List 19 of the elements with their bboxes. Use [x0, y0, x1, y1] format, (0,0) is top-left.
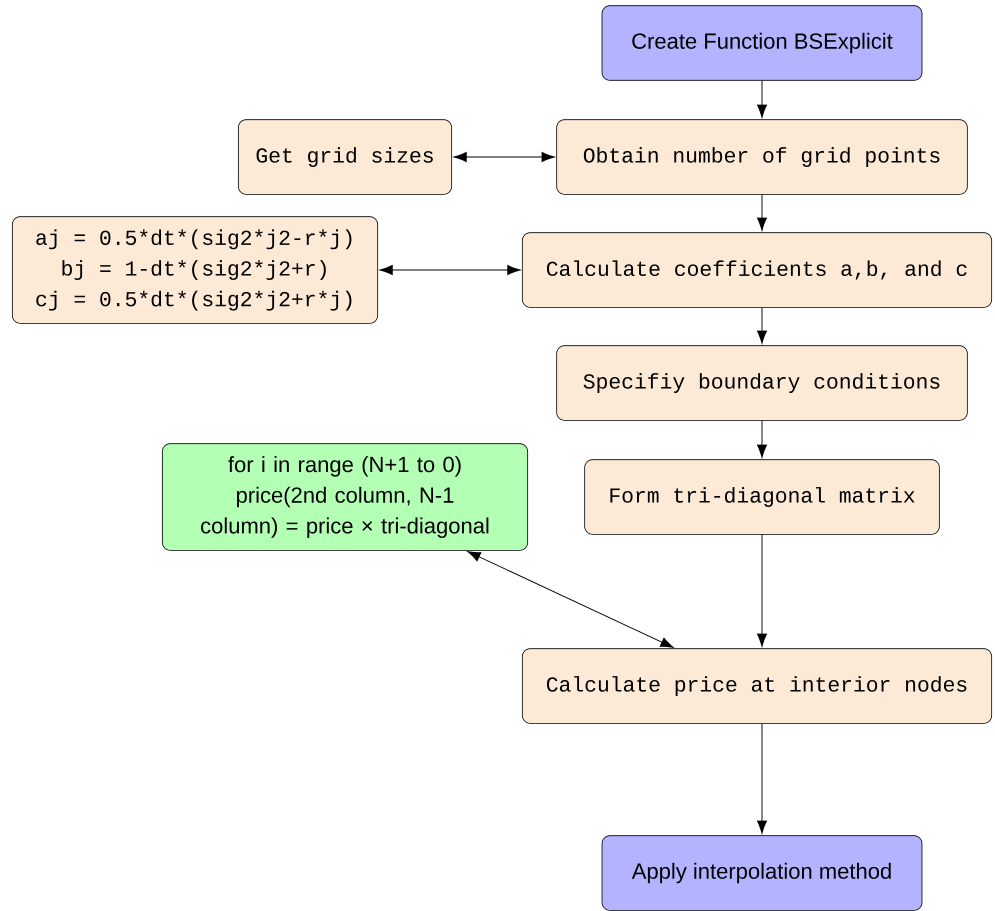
arrow	[380, 265, 520, 275]
process-box: Specifiy boundary conditions	[556, 345, 968, 421]
loop-box: for i in range (N+1 to 0) price(2nd column, N-1 column) = price × tri-diagonal	[162, 443, 528, 551]
process-box: Obtain number of grid points	[556, 119, 968, 195]
terminal-box: Create Function BSExplicit	[602, 5, 922, 81]
arrow	[757, 723, 767, 834]
arrow	[757, 307, 767, 344]
process-box: Get grid sizes	[238, 119, 452, 195]
arrow	[467, 551, 674, 648]
process-box: Calculate price at interior nodes	[522, 648, 992, 724]
terminal-box: Apply interpolation method	[602, 835, 922, 911]
arrow	[454, 152, 555, 162]
arrow	[757, 194, 767, 231]
process-box: Form tri-diagonal matrix	[584, 459, 940, 535]
process-box: aj = 0.5*dt*(sig2*j2-r*j) bj = 1-dt*(sig2*j2+r) cj = 0.5*dt*(sig2*j2+r*j)	[12, 216, 378, 324]
arrow	[757, 534, 767, 647]
process-box: Calculate coefficients a,b, and c	[522, 232, 992, 308]
arrow	[757, 420, 767, 458]
arrow	[757, 80, 767, 118]
